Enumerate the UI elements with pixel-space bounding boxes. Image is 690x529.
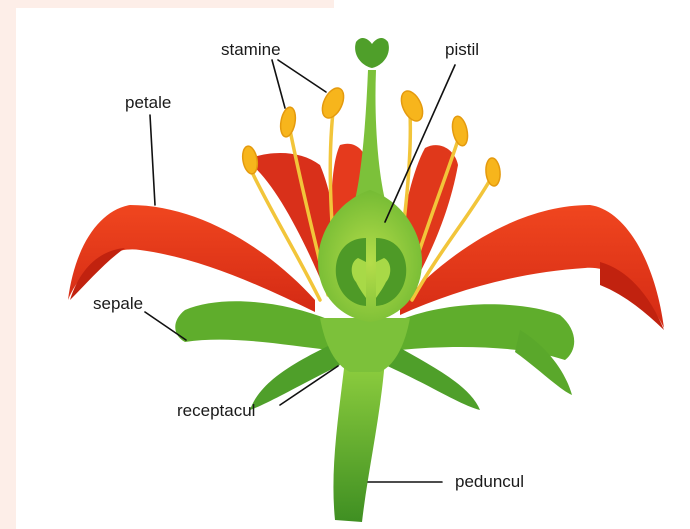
sepal-left [175, 301, 330, 350]
leader-stamine-right [278, 60, 326, 92]
anther-4 [397, 88, 427, 125]
label-peduncul: peduncul [455, 472, 524, 491]
sepal-left-lower [250, 345, 340, 410]
leader-stamine-left [272, 60, 285, 108]
pistil-style [355, 70, 385, 200]
pistil-stigma [355, 38, 389, 68]
label-petale: petale [125, 93, 171, 112]
label-pistil: pistil [445, 40, 479, 59]
anther-2 [279, 106, 298, 138]
sepal-right-lower [385, 345, 480, 410]
peduncle-stem [333, 360, 385, 522]
leader-petale [150, 115, 155, 205]
anther-1 [241, 145, 260, 175]
label-sepale: sepale [93, 294, 143, 313]
label-receptacul: receptacul [177, 401, 255, 420]
sepal-right [400, 304, 574, 360]
anther-5 [450, 115, 470, 147]
label-stamine: stamine [221, 40, 281, 59]
